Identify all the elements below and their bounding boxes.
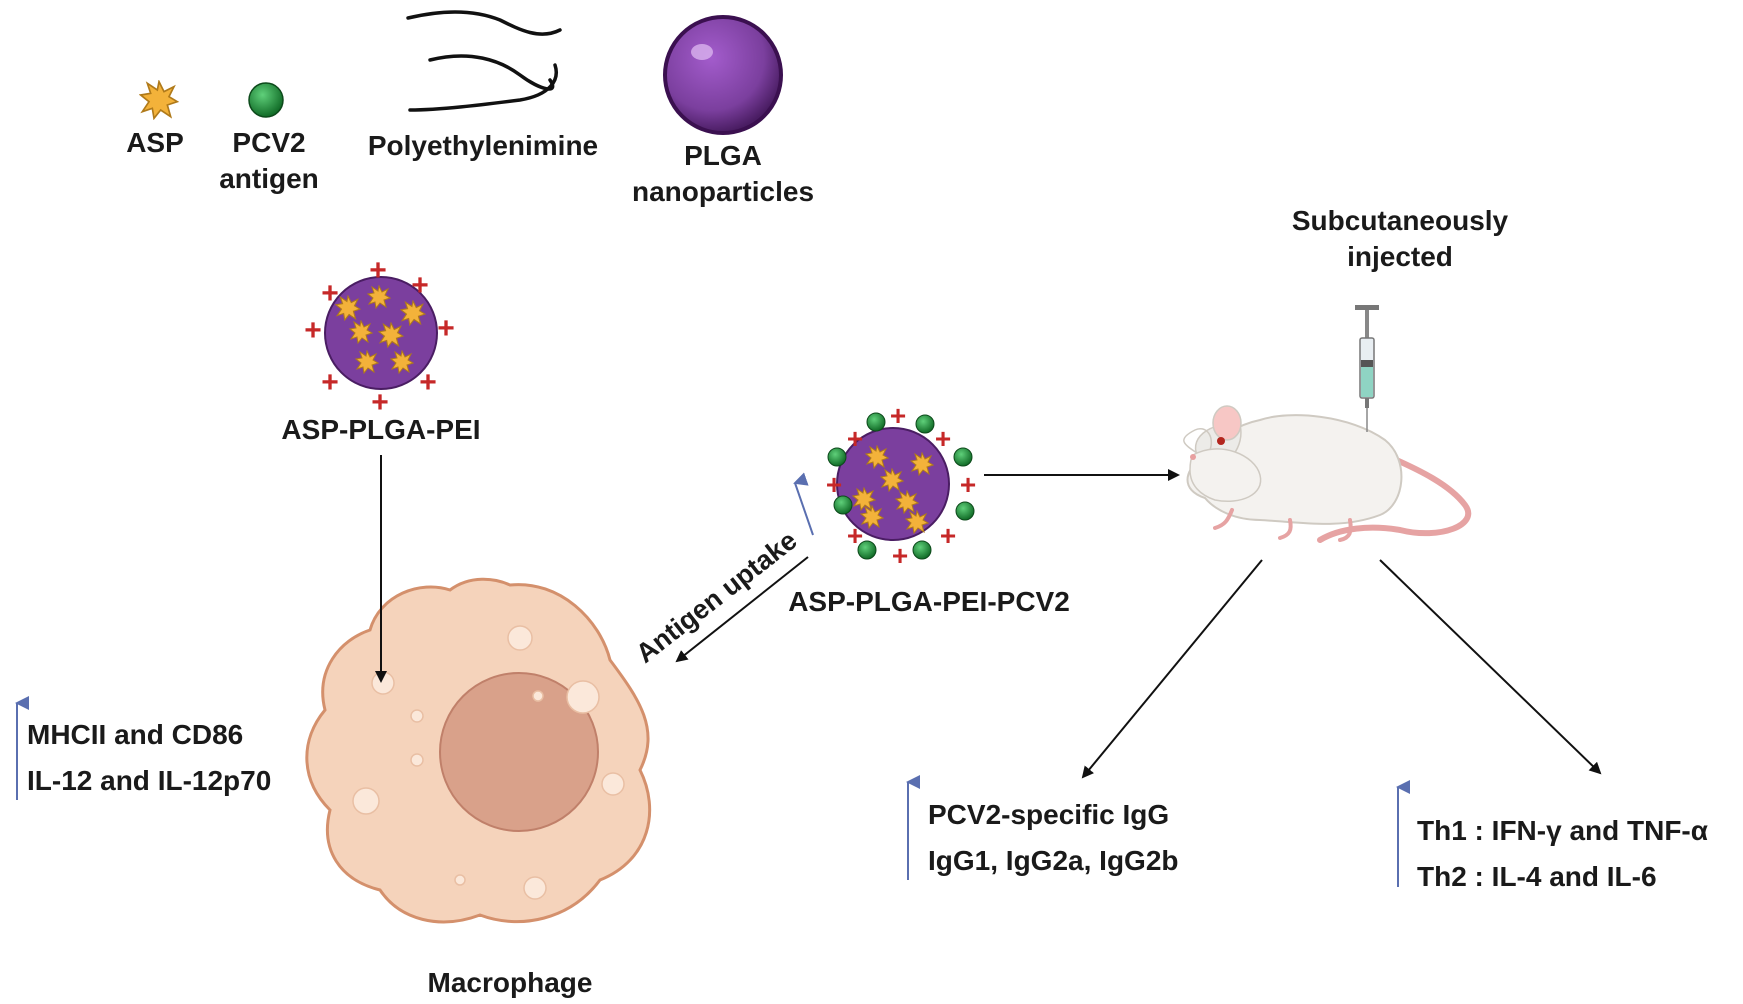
asp-icon xyxy=(139,80,179,120)
antibody-outcomes: PCV2-specific IgG IgG1, IgG2a, IgG2b xyxy=(928,792,1179,884)
syringe-icon xyxy=(1355,305,1379,432)
cytokine-outcomes: Th1 : IFN-γ and TNF-α Th2 : IL-4 and IL-… xyxy=(1417,808,1708,900)
svg-text:+: + xyxy=(437,312,455,345)
svg-text:+: + xyxy=(892,540,908,571)
injection-line2: injected xyxy=(1347,241,1453,272)
svg-text:+: + xyxy=(419,366,437,399)
legend-plga-line1: PLGA xyxy=(684,140,762,171)
svg-text:+: + xyxy=(321,277,339,310)
legend-asp-label: ASP xyxy=(126,127,184,158)
injection-line1: Subcutaneously xyxy=(1291,205,1509,236)
svg-text:+: + xyxy=(890,400,906,431)
legend-pcv2-line2: antigen xyxy=(219,163,319,194)
legend-plga-line2: nanoparticles xyxy=(631,176,815,207)
svg-text:+: + xyxy=(847,520,863,551)
asp-plga-pei-label: ASP-PLGA-PEI xyxy=(281,414,481,445)
svg-text:+: + xyxy=(826,469,842,500)
pcv2-antigen-icon xyxy=(248,82,284,118)
arrow-mouse-to-cytokine xyxy=(1379,559,1602,775)
antibody-outcome-item: IgG1, IgG2a, IgG2b xyxy=(928,845,1179,876)
legend-pei-label: Polyethylenimine xyxy=(367,130,599,161)
macrophage-outcomes: MHCII and CD86 IL-12 and IL-12p70 xyxy=(27,712,271,804)
antibody-outcome-item: PCV2-specific IgG xyxy=(928,799,1170,830)
cytokine-outcome-item: Th2 : IL-4 and IL-6 xyxy=(1417,861,1657,892)
macrophage-outcome-item: IL-12 and IL-12p70 xyxy=(27,765,272,796)
mouse-illustration xyxy=(1183,405,1472,543)
arrow-pcv2-particle-to-macrophage xyxy=(675,556,809,663)
antigen-uptake-label: Antigen uptake xyxy=(630,525,802,669)
asp-plga-pei-pcv2-label: ASP-PLGA-PEI-PCV2 xyxy=(788,586,1070,617)
svg-text:+: + xyxy=(940,520,956,551)
plga-nanoparticle-icon xyxy=(663,15,783,135)
cytokine-outcome-item: Th1 : IFN-γ and TNF-α xyxy=(1417,815,1708,846)
legend-plga-label: PLGA nanoparticles xyxy=(618,138,828,210)
legend-pcv2-line1: PCV2 xyxy=(232,127,306,158)
polyethylenimine-icon xyxy=(406,10,562,112)
increase-arrow-antigen-uptake xyxy=(793,472,814,536)
macrophage-cell xyxy=(305,577,652,924)
svg-text:+: + xyxy=(847,423,863,454)
injection-label: Subcutaneously injected xyxy=(1240,203,1560,275)
legend-pcv2-label: PCV2 antigen xyxy=(206,125,332,197)
macrophage-label: Macrophage xyxy=(427,967,593,998)
svg-text:+: + xyxy=(935,423,951,454)
svg-text:+: + xyxy=(411,269,429,302)
svg-text:+: + xyxy=(960,469,976,500)
asp-plga-pei-particle: + + + + + + + + xyxy=(304,254,455,419)
svg-text:+: + xyxy=(304,314,322,347)
arrow-mouse-to-antibody xyxy=(1081,559,1263,779)
svg-text:+: + xyxy=(369,254,387,287)
svg-text:+: + xyxy=(321,366,339,399)
asp-plga-pei-pcv2-particle: + + + + + + + + xyxy=(826,400,976,571)
macrophage-outcome-item: MHCII and CD86 xyxy=(27,719,244,750)
svg-text:+: + xyxy=(371,386,389,419)
